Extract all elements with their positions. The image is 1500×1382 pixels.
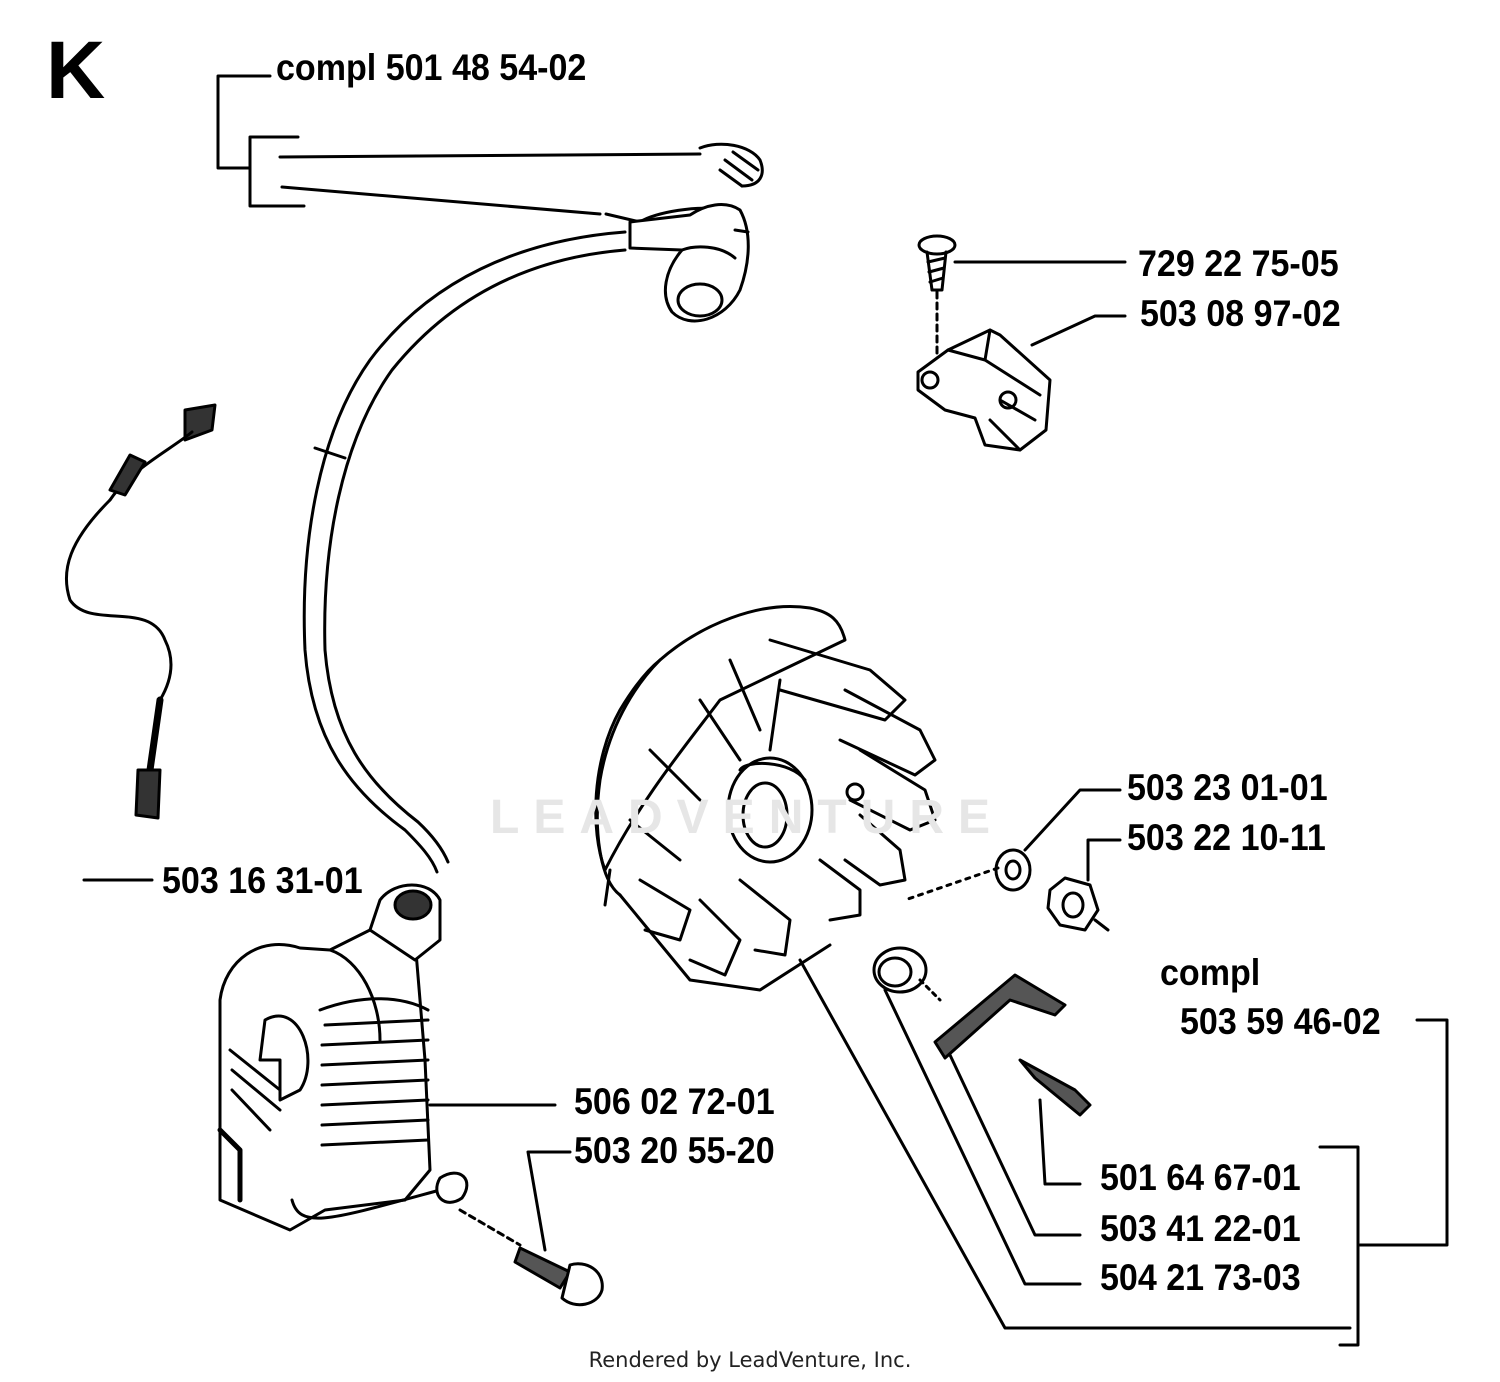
key-leader: [950, 1055, 1080, 1235]
plate-icon: [918, 316, 1125, 450]
section-letter: K: [46, 25, 106, 116]
ring-leader: [885, 990, 1080, 1284]
washer-icon: [905, 790, 1120, 900]
stop-wire-icon: [66, 405, 215, 880]
watermark: LEADVENTURE: [490, 791, 1005, 844]
ring-icon: [874, 948, 940, 1000]
module-screw-icon: [515, 1152, 602, 1305]
key-icon: [935, 975, 1090, 1115]
callout-module-screw: 503 20 55-20: [574, 1130, 775, 1171]
callout-stop-wire: 503 16 31-01: [162, 860, 363, 901]
flywheel-leader: [800, 960, 1350, 1328]
callout-key-screw: 501 64 67-01: [1100, 1157, 1301, 1198]
callout-plate: 503 08 97-02: [1140, 293, 1341, 334]
callout-nut: 503 22 10-11: [1127, 817, 1326, 858]
ignition-module-icon: [220, 885, 555, 1245]
callout-module: 506 02 72-01: [574, 1081, 775, 1122]
callout-flywheel: 504 21 73-03: [1100, 1257, 1301, 1298]
callout-compl-kit: 503 59 46-02: [1180, 1001, 1381, 1042]
callout-washer: 503 23 01-01: [1127, 767, 1328, 808]
nut-icon: [1048, 840, 1120, 930]
flywheel-icon: [596, 607, 935, 990]
footer-credit: Rendered by LeadVenture, Inc.: [588, 1348, 912, 1372]
callout-key: 503 41 22-01: [1100, 1208, 1301, 1249]
callout-screw-top: 729 22 75-05: [1138, 243, 1339, 284]
compl-kit-bracket: [1320, 1020, 1447, 1345]
callout-compl-word: compl: [1160, 952, 1261, 993]
ht-lead-bracket: [218, 76, 304, 206]
key-screw-leader: [1040, 1100, 1080, 1184]
ht-lead-icon: [280, 144, 762, 872]
callout-ht-lead: compl 501 48 54-02: [276, 47, 587, 88]
